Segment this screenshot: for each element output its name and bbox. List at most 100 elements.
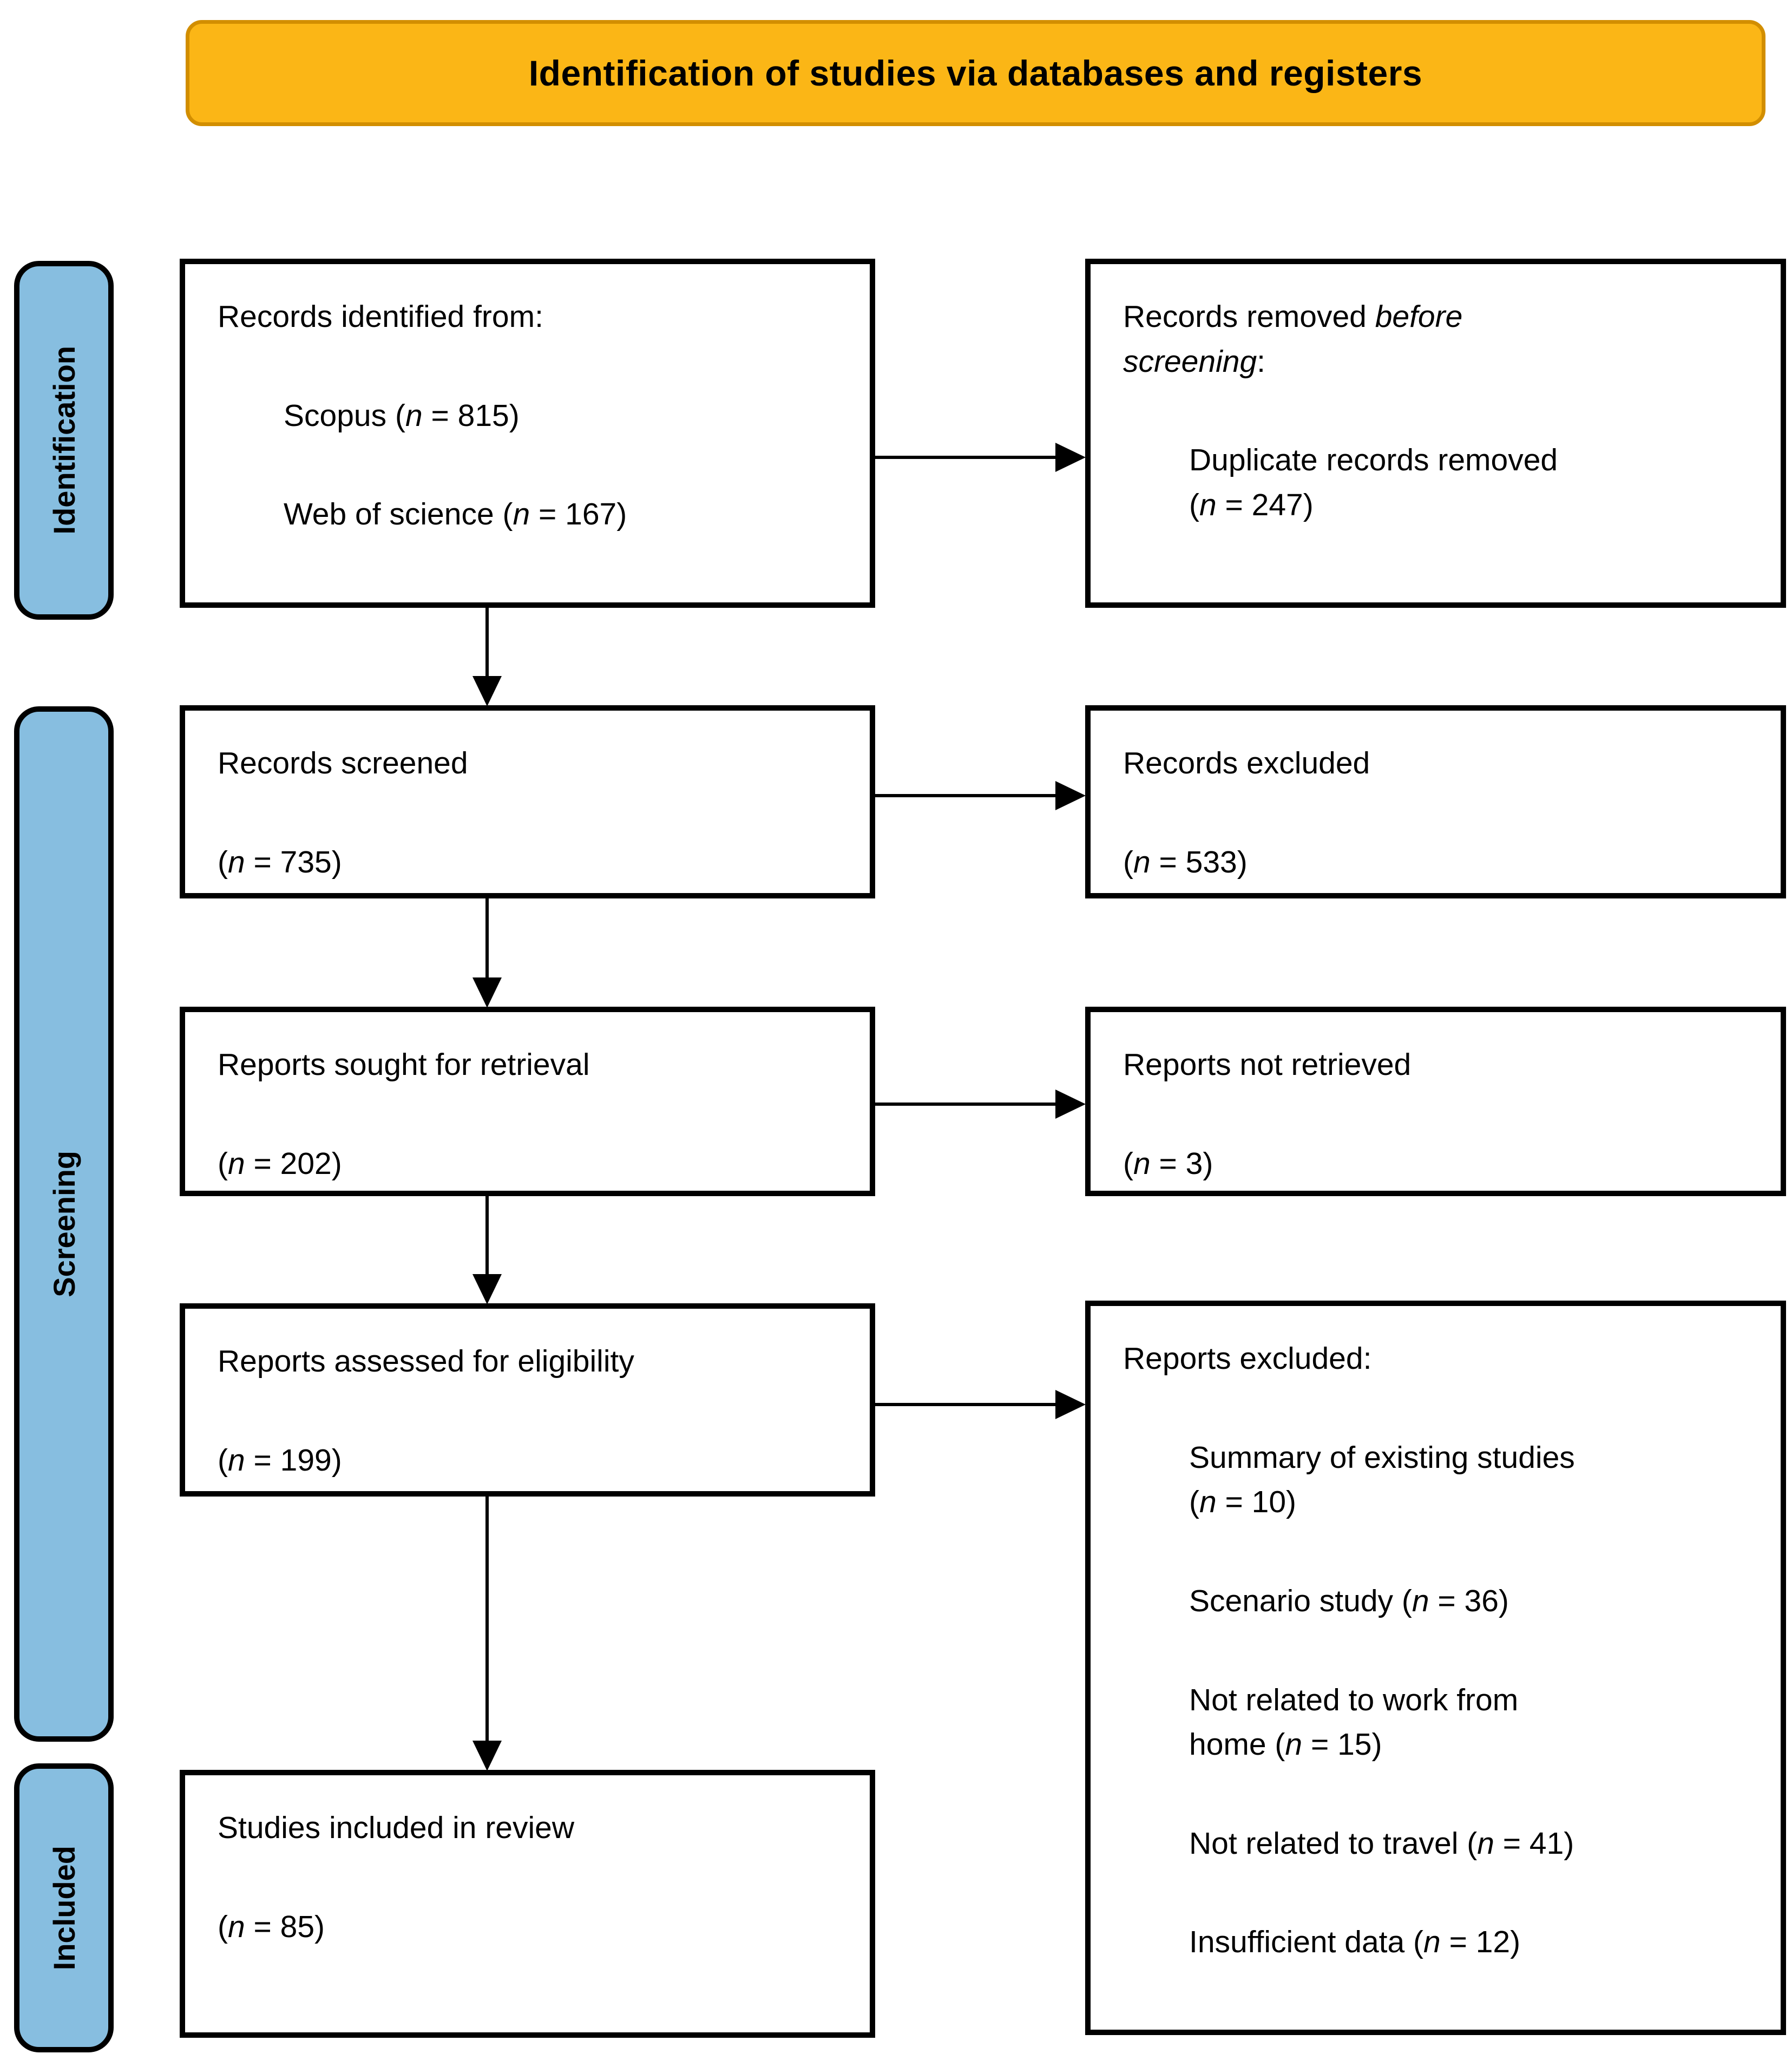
text-segment: Insufficient data ( xyxy=(1189,1925,1424,1960)
text-segment: ( xyxy=(218,1442,228,1478)
arrow-head-sought-to-not-retrieved xyxy=(1055,1090,1086,1119)
box-reports-sought: Reports sought for retrieval (n = 202) xyxy=(180,1007,875,1196)
text-segment: Web of science ( xyxy=(284,497,513,532)
text-segment: Not related to travel ( xyxy=(1189,1826,1478,1861)
text-line: (n = 533) xyxy=(1123,840,1748,885)
text-line: Studies included in review xyxy=(218,1806,837,1851)
text-segment: = 199) xyxy=(245,1442,342,1478)
text-segment: ( xyxy=(1123,844,1133,880)
arrow-line-assessed-to-reports-excluded xyxy=(875,1403,1057,1406)
arrow-head-assessed-to-included xyxy=(472,1741,502,1771)
arrow-head-assessed-to-reports-excluded xyxy=(1055,1390,1086,1419)
text-line: Reports excluded: xyxy=(1123,1336,1748,1381)
text-line: Insufficient data (n = 12) xyxy=(1123,1920,1748,1965)
text-segment: = 3) xyxy=(1150,1146,1213,1181)
text-segment: Reports assessed for eligibility xyxy=(218,1344,634,1379)
text-segment: = 815) xyxy=(422,398,520,433)
text-line: Records screened xyxy=(218,741,837,786)
text-segment: ( xyxy=(218,844,228,880)
text-segment: Scopus ( xyxy=(284,398,405,433)
text-segment: n xyxy=(1285,1727,1303,1762)
arrow-line-assessed-to-included xyxy=(485,1497,489,1743)
text-segment: ( xyxy=(218,1909,228,1944)
text-line: Reports assessed for eligibility xyxy=(218,1339,837,1384)
stage-label-identification-text: Identification xyxy=(47,346,81,535)
text-segment: : xyxy=(1257,344,1265,379)
text-segment: ( xyxy=(218,1146,228,1181)
arrow-line-screened-to-excluded xyxy=(875,794,1057,797)
text-segment: home ( xyxy=(1189,1727,1285,1762)
text-line: Duplicate records removed(n = 247) xyxy=(1123,438,1748,527)
text-segment: ( xyxy=(1189,1485,1199,1520)
text-segment: = 10) xyxy=(1216,1485,1297,1520)
arrow-head-identified-to-screened xyxy=(472,676,502,706)
text-segment: = 12) xyxy=(1440,1925,1521,1960)
text-segment: = 533) xyxy=(1150,844,1248,880)
text-segment: n xyxy=(1412,1583,1429,1618)
text-segment: n xyxy=(227,844,245,880)
text-line: Not related to travel (n = 41) xyxy=(1123,1821,1748,1866)
text-segment: = 735) xyxy=(245,844,342,880)
text-segment: n xyxy=(1423,1925,1441,1960)
stage-label-included-text: Included xyxy=(47,1845,81,1971)
stage-label-included: Included xyxy=(14,1763,114,2052)
text-segment: ( xyxy=(1123,1146,1133,1181)
box-records-excluded: Records excluded (n = 533) xyxy=(1085,705,1786,898)
text-segment: Scenario study ( xyxy=(1189,1583,1412,1618)
text-segment: n xyxy=(405,398,423,433)
box-records-screened: Records screened (n = 735) xyxy=(180,705,875,898)
text-segment: n xyxy=(227,1909,245,1944)
text-segment: Duplicate records removed xyxy=(1189,443,1558,478)
stage-label-screening: Screening xyxy=(14,706,114,1742)
box-records-identified: Records identified from:Scopus (n = 815)… xyxy=(180,259,875,608)
arrow-head-screened-to-excluded xyxy=(1055,781,1086,810)
arrow-line-identified-to-removed xyxy=(875,456,1057,459)
text-segment: screening xyxy=(1123,344,1257,379)
text-segment: Records removed xyxy=(1123,299,1375,334)
text-line: Reports not retrieved xyxy=(1123,1042,1748,1087)
text-line: Records identified from: xyxy=(218,294,837,339)
text-segment: Summary of existing studies xyxy=(1189,1440,1575,1475)
text-segment: Records screened xyxy=(218,746,468,780)
box-reports-excluded: Reports excluded: Summary of existing stu… xyxy=(1085,1301,1786,2035)
text-line: Web of science (n = 167) xyxy=(218,492,837,537)
text-segment: n xyxy=(1199,1485,1217,1520)
text-line: (n = 199) xyxy=(218,1438,837,1483)
text-segment: Records excluded xyxy=(1123,746,1370,780)
text-segment: n xyxy=(1133,844,1151,880)
arrow-head-screened-to-sought xyxy=(472,977,502,1008)
text-segment: Records identified from: xyxy=(218,299,543,334)
arrow-line-sought-to-not-retrieved xyxy=(875,1103,1057,1106)
text-line: (n = 85) xyxy=(218,1905,837,1950)
stage-label-screening-text: Screening xyxy=(47,1151,81,1297)
text-segment: = 167) xyxy=(530,497,627,532)
text-line: (n = 202) xyxy=(218,1141,837,1186)
arrow-line-screened-to-sought xyxy=(485,898,489,980)
text-segment: Studies included in review xyxy=(218,1810,575,1845)
arrow-line-identified-to-screened xyxy=(485,608,489,679)
text-segment: n xyxy=(227,1442,245,1478)
arrow-head-sought-to-assessed xyxy=(472,1274,502,1304)
text-segment: = 247) xyxy=(1216,487,1314,522)
text-line: Summary of existing studies (n = 10) xyxy=(1123,1435,1748,1525)
text-segment: = 41) xyxy=(1494,1826,1574,1861)
text-segment: n xyxy=(513,497,530,532)
box-studies-included: Studies included in review (n = 85) xyxy=(180,1770,875,2038)
text-segment: Reports sought for retrieval xyxy=(218,1047,590,1082)
text-line: (n = 3) xyxy=(1123,1141,1748,1186)
text-segment: Reports excluded: xyxy=(1123,1341,1372,1376)
text-segment: n xyxy=(1133,1146,1151,1181)
text-line: Reports sought for retrieval xyxy=(218,1042,837,1087)
text-segment: = 15) xyxy=(1302,1727,1382,1762)
text-line: Records excluded xyxy=(1123,741,1748,786)
text-segment: Reports not retrieved xyxy=(1123,1047,1412,1082)
text-line: Scenario study (n = 36) xyxy=(1123,1579,1748,1624)
text-segment: = 202) xyxy=(245,1146,342,1181)
banner-title: Identification of studies via databases … xyxy=(186,20,1765,126)
arrow-head-identified-to-removed xyxy=(1055,443,1086,472)
text-segment: n xyxy=(1477,1826,1494,1861)
